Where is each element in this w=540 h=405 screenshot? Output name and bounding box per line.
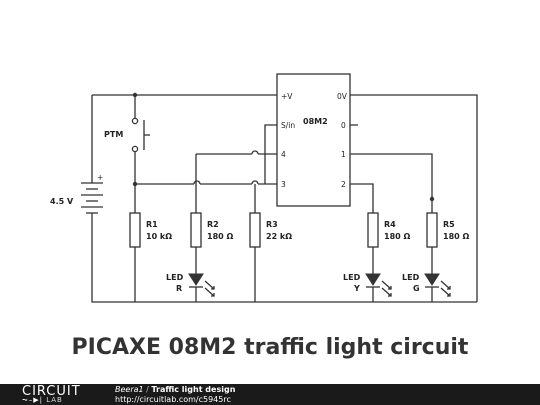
led-red: LED R (166, 273, 215, 297)
pin-sin-label: S/in (281, 121, 295, 130)
pin-4-label: 4 (281, 150, 286, 159)
r2-name: R2 (207, 220, 219, 229)
r3-name: R3 (266, 220, 278, 229)
junction-dot (132, 181, 138, 187)
chip-name: 08M2 (303, 117, 328, 126)
circuit-schematic: + 4.5 V PTM 08M2 +V 0V S/in 0 4 1 3 2 R1… (50, 73, 478, 303)
logo-bottom-text: LAB (46, 396, 63, 404)
led-r-color: R (176, 284, 182, 293)
led-y-color: Y (353, 284, 360, 293)
r1-name: R1 (146, 220, 158, 229)
r2-value: 180 Ω (207, 232, 233, 241)
r4-value: 180 Ω (384, 232, 410, 241)
footer-bar: CIRCUIT ⏦–▶| LAB Beera1 / Traffic light … (0, 384, 540, 405)
resistor-r3: R3 22 kΩ (249, 212, 292, 248)
resistor-r1: R1 10 kΩ (129, 212, 172, 248)
wires (91, 94, 478, 303)
led-y-label: LED (343, 273, 361, 282)
battery: + 4.5 V (50, 173, 103, 214)
led-r-label: LED (166, 273, 184, 282)
battery-label: 4.5 V (50, 197, 74, 206)
resistor-r2: R2 180 Ω (190, 212, 233, 248)
resistor-glyph-icon: ⏦–▶| (22, 396, 43, 404)
meta-separator: / (146, 385, 149, 394)
junction-dot (429, 196, 435, 202)
led-g-label: LED (402, 273, 420, 282)
battery-plus-sign: + (97, 173, 103, 182)
logo-top-text: CIRCUIT (22, 384, 81, 399)
r4-name: R4 (384, 220, 396, 229)
pin-1-label: 1 (341, 150, 346, 159)
led-yellow: LED Y (343, 273, 392, 297)
junction-dots (132, 92, 435, 202)
ptm-switch: PTM (104, 117, 150, 153)
design-name-link[interactable]: Traffic light design (151, 385, 236, 394)
pin-vplus-label: +V (281, 92, 293, 101)
pin-0v-label: 0V (337, 92, 348, 101)
r5-name: R5 (443, 220, 455, 229)
logo-bottom-row: ⏦–▶| LAB (22, 397, 81, 404)
junction-dot (132, 92, 138, 98)
author-link[interactable]: Beera1 (115, 385, 144, 394)
chip-08m2: 08M2 +V 0V S/in 0 4 1 3 2 (276, 73, 351, 207)
page-title: PICAXE 08M2 traffic light circuit (71, 335, 469, 360)
led-green: LED G (402, 273, 451, 297)
design-url-link[interactable]: http://circuitlab.com/c5945rc (115, 395, 231, 404)
r3-value: 22 kΩ (266, 232, 292, 241)
switch-label: PTM (104, 130, 123, 139)
r1-value: 10 kΩ (146, 232, 172, 241)
r5-value: 180 Ω (443, 232, 469, 241)
pin-2-label: 2 (341, 180, 346, 189)
footer-meta: Beera1 / Traffic light design http://cir… (115, 385, 235, 405)
pin-3-label: 3 (281, 180, 286, 189)
led-g-color: G (413, 284, 420, 293)
circuitlab-logo[interactable]: CIRCUIT ⏦–▶| LAB (22, 385, 81, 404)
resistor-r4: R4 180 Ω (367, 212, 410, 248)
resistor-r5: R5 180 Ω (426, 212, 469, 248)
pin-0-label: 0 (341, 121, 346, 130)
